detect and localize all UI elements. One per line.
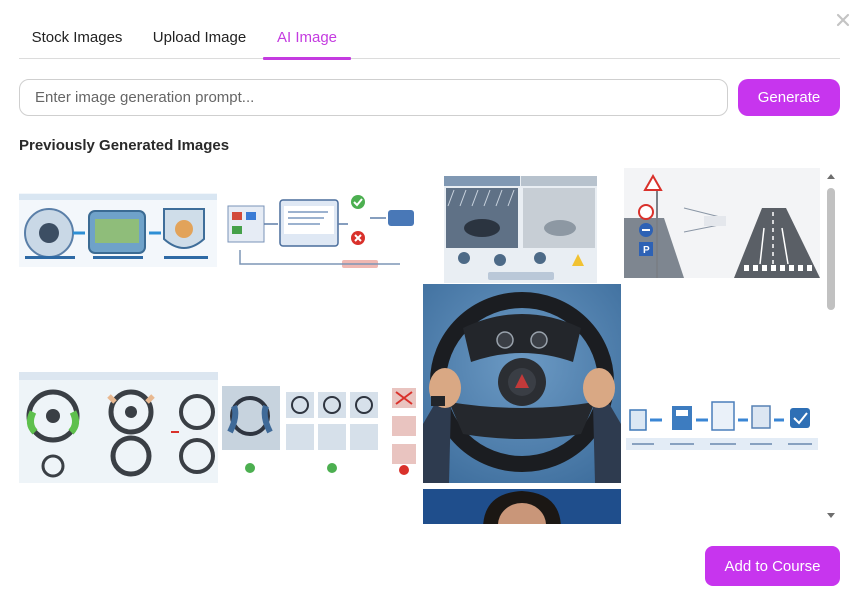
tab-stock-images[interactable]: Stock Images bbox=[31, 29, 123, 46]
svg-text:P: P bbox=[643, 245, 650, 256]
gallery-scrollbar[interactable] bbox=[823, 168, 839, 524]
generated-image[interactable] bbox=[624, 400, 820, 458]
generated-image[interactable] bbox=[19, 193, 217, 267]
close-button[interactable] bbox=[835, 12, 851, 28]
generated-image[interactable] bbox=[423, 489, 621, 524]
image-gallery: P bbox=[19, 168, 821, 524]
scroll-thumb[interactable] bbox=[827, 188, 835, 310]
prompt-input[interactable] bbox=[19, 79, 728, 116]
generate-button[interactable]: Generate bbox=[738, 79, 840, 116]
section-title: Previously Generated Images bbox=[19, 137, 230, 154]
generated-image[interactable] bbox=[220, 372, 419, 482]
scroll-down-icon[interactable] bbox=[826, 512, 836, 520]
generated-image[interactable] bbox=[19, 372, 218, 483]
tab-bar: Stock Images Upload Image AI Image bbox=[19, 21, 840, 60]
generated-image[interactable]: P bbox=[624, 168, 820, 278]
tab-ai-image[interactable]: AI Image bbox=[263, 21, 351, 60]
generated-image[interactable] bbox=[444, 176, 597, 283]
add-to-course-button[interactable]: Add to Course bbox=[705, 546, 840, 586]
tab-upload-image[interactable]: Upload Image bbox=[152, 29, 247, 46]
scroll-up-icon[interactable] bbox=[826, 172, 836, 180]
generated-image[interactable] bbox=[423, 284, 621, 483]
generated-image[interactable] bbox=[220, 180, 418, 276]
close-icon bbox=[836, 13, 850, 27]
